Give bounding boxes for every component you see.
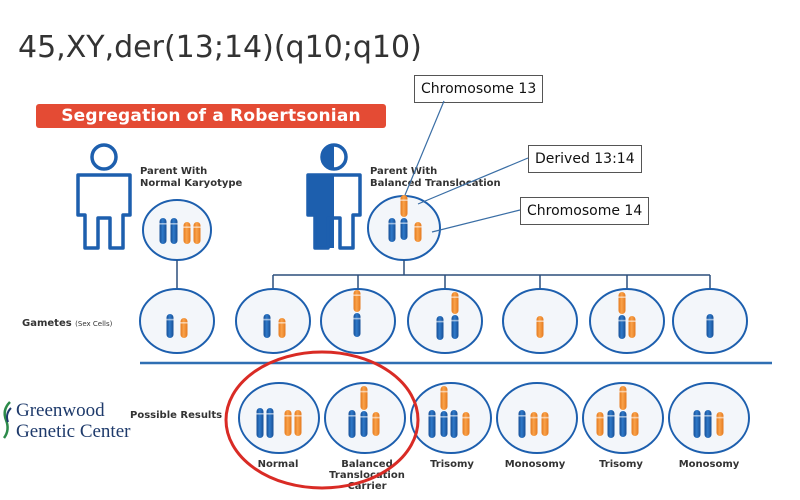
gamete5-derived-bottom xyxy=(618,315,626,339)
parent-balanced-label-line1: Parent With xyxy=(370,166,438,177)
result-label-normal-text: Normal xyxy=(257,459,299,470)
result-tri1-derived-bottom xyxy=(440,411,448,437)
gamete2-derived-bottom xyxy=(353,313,361,337)
result-tri1-o xyxy=(462,412,470,436)
result-label-balanced: Balanced Translocation Carrier xyxy=(322,459,412,492)
result-tri1-derived-top xyxy=(440,386,448,410)
gamete-cell-normal xyxy=(139,288,215,354)
callout-chromosome-13: Chromosome 13 xyxy=(414,75,544,103)
result-mono1-o2 xyxy=(541,412,549,436)
parent-normal-label-line2: Normal Karyotype xyxy=(140,178,243,189)
result-label-balanced-line2: Translocation xyxy=(329,470,405,481)
result-balanced-b xyxy=(348,410,356,438)
result-normal-b2 xyxy=(266,408,274,438)
parent-normal-chr14b xyxy=(193,222,201,244)
result-label-trisomy-1: Trisomy xyxy=(407,459,497,470)
result-label-monosomy-1: Monosomy xyxy=(490,459,580,470)
gamete-cell-5 xyxy=(589,288,665,354)
gamete5-derived-top xyxy=(618,292,626,314)
person-normal-icon xyxy=(76,143,132,250)
greenwood-logo-icon xyxy=(2,401,12,439)
gametes-label: Gametes xyxy=(22,318,72,329)
gamete1-chr13 xyxy=(263,314,271,338)
callout-derived-13-14: Derived 13:14 xyxy=(528,145,642,173)
logo-line-1: Greenwood xyxy=(16,400,105,421)
highlight-ring xyxy=(224,350,420,490)
gamete5-chr14 xyxy=(628,316,636,338)
gamete-normal-chr14 xyxy=(180,318,188,338)
result-tri1-b2 xyxy=(450,410,458,438)
result-label-trisomy-2-text: Trisomy xyxy=(599,459,643,470)
parent-balanced-label: Parent With Balanced Translocation xyxy=(370,166,501,190)
parent-normal-chr13b xyxy=(170,218,178,244)
gamete-normal-chr13 xyxy=(166,314,174,338)
gametes-sublabel: (Sex Cells) xyxy=(75,320,113,328)
gametes-row-label: Gametes (Sex Cells) xyxy=(22,318,112,329)
result-tri2-derived-top xyxy=(619,386,627,410)
result-balanced-o xyxy=(372,412,380,436)
gamete3-derived-top xyxy=(451,292,459,314)
result-cell-normal xyxy=(238,382,320,454)
result-normal-b1 xyxy=(256,408,264,438)
result-mono1-b xyxy=(518,410,526,438)
parent-balanced-derived-bottom xyxy=(400,218,408,240)
parent-balanced-derived-top xyxy=(400,195,408,217)
gamete2-derived-top xyxy=(353,290,361,312)
result-mono1-o1 xyxy=(530,412,538,436)
result-label-monosomy-1-text: Monosomy xyxy=(504,459,566,470)
result-normal-o1 xyxy=(284,410,292,436)
gamete6-chr13 xyxy=(706,314,714,338)
result-cells xyxy=(238,382,750,454)
results-row-label: Possible Results xyxy=(130,410,223,421)
result-mono2-b2 xyxy=(704,410,712,438)
result-balanced-derived-bottom xyxy=(360,411,368,437)
parent-balanced-label-line2: Balanced Translocation xyxy=(370,178,501,189)
result-mono2-b1 xyxy=(693,410,701,438)
result-label-trisomy-2: Trisomy xyxy=(576,459,666,470)
result-tri1-b1 xyxy=(428,410,436,438)
result-label-trisomy-1-text: Trisomy xyxy=(430,459,474,470)
parent-normal-chr14a xyxy=(183,222,191,244)
gamete4-chr14 xyxy=(536,316,544,338)
result-label-balanced-line3: Carrier xyxy=(347,481,387,492)
parent-normal-label-line1: Parent With xyxy=(140,166,208,177)
result-label-monosomy-2-text: Monosomy xyxy=(678,459,740,470)
result-normal-o2 xyxy=(294,410,302,436)
result-tri2-o1 xyxy=(596,412,604,436)
person-balanced-icon xyxy=(306,143,362,250)
parent-normal-label: Parent With Normal Karyotype xyxy=(140,166,242,190)
result-label-monosomy-2: Monosomy xyxy=(664,459,754,470)
gamete-cell-1 xyxy=(235,288,311,354)
result-label-balanced-line1: Balanced xyxy=(341,459,393,470)
logo-line-2: Genetic Center xyxy=(16,421,131,442)
parent-balanced-chr14 xyxy=(414,222,422,242)
result-tri2-o2 xyxy=(631,412,639,436)
result-tri2-derived-bottom xyxy=(619,411,627,437)
result-mono2-o xyxy=(716,412,724,436)
gamete1-chr14 xyxy=(278,318,286,338)
gamete3-chr13 xyxy=(436,316,444,340)
gamete-cell-3 xyxy=(407,288,483,354)
gamete3-derived-bottom xyxy=(451,315,459,339)
result-balanced-derived-top xyxy=(360,386,368,410)
callout-chromosome-14: Chromosome 14 xyxy=(520,197,650,225)
parent-balanced-chr13 xyxy=(388,218,396,242)
parent-normal-chr13a xyxy=(159,218,167,244)
page-title: 45,XY,der(13;14)(q10;q10) xyxy=(18,30,422,65)
result-tri2-b xyxy=(607,410,615,438)
result-label-normal: Normal xyxy=(233,459,323,470)
chromosome-layer xyxy=(159,195,724,438)
diagram-banner: Segregation of a Robertsonian Translocat… xyxy=(36,104,386,150)
